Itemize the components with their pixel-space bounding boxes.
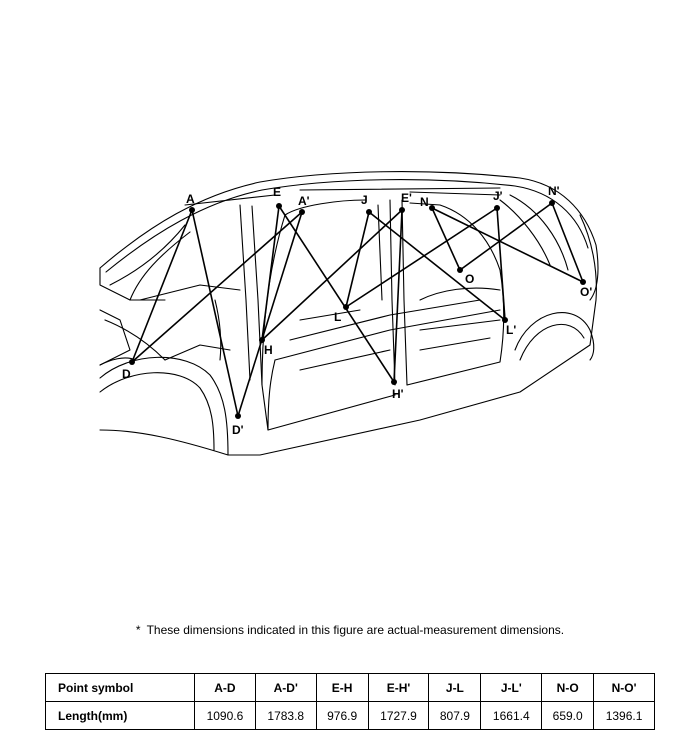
length-cell: 976.9 bbox=[315, 701, 369, 730]
point-j bbox=[366, 209, 372, 215]
label-l: L bbox=[334, 310, 341, 324]
table-header-row: Point symbol A-D A-D' E-H E-H' J-L J-L' … bbox=[45, 673, 655, 702]
table-length-row: Length(mm) 1090.6 1783.8 976.9 1727.9 80… bbox=[45, 701, 655, 730]
label-a: A bbox=[186, 192, 195, 206]
line-a-prime-d-prime bbox=[237, 211, 303, 417]
line-n-o bbox=[431, 207, 461, 271]
point-l bbox=[343, 304, 349, 310]
point-j-prime bbox=[494, 205, 500, 211]
line-j-prime-l-prime bbox=[496, 207, 506, 321]
col-symbol: J-L' bbox=[480, 673, 543, 702]
line-a-d bbox=[131, 209, 193, 363]
label-l-prime: L' bbox=[506, 323, 516, 337]
line-e-h bbox=[261, 205, 280, 341]
line-n-prime-o bbox=[459, 202, 553, 271]
col-symbol: E-H' bbox=[367, 673, 430, 702]
label-e: E bbox=[273, 185, 281, 199]
car-body-outline bbox=[99, 171, 599, 456]
line-n-o-prime bbox=[431, 207, 584, 283]
point-n bbox=[429, 205, 435, 211]
dimension-table: Point symbol A-D A-D' E-H E-H' J-L J-L' … bbox=[45, 673, 655, 730]
length-cell: 1090.6 bbox=[194, 701, 256, 730]
point-e bbox=[276, 203, 282, 209]
point-h-prime bbox=[391, 379, 397, 385]
label-d-prime: D' bbox=[232, 423, 244, 437]
label-h-prime: H' bbox=[392, 387, 404, 401]
point-e-prime bbox=[399, 207, 405, 213]
label-h: H bbox=[264, 343, 273, 357]
measurement-note: * These dimensions indicated in this figu… bbox=[0, 623, 700, 637]
point-d-prime bbox=[235, 413, 241, 419]
col-symbol: A-D bbox=[194, 673, 256, 702]
point-n-prime bbox=[549, 200, 555, 206]
length-cell: 1727.9 bbox=[367, 701, 430, 730]
label-j: J bbox=[361, 193, 368, 207]
length-cell: 807.9 bbox=[428, 701, 482, 730]
line-j-l bbox=[345, 211, 370, 308]
header-length: Length(mm) bbox=[45, 701, 195, 730]
line-a-d-prime bbox=[191, 209, 239, 417]
label-n-prime: N' bbox=[548, 184, 560, 198]
point-o-prime bbox=[580, 279, 586, 285]
col-symbol: A-D' bbox=[254, 673, 317, 702]
line-e-h-prime bbox=[278, 205, 395, 383]
point-l-prime bbox=[502, 317, 508, 323]
line-j-prime-l bbox=[345, 207, 498, 308]
label-a-prime: A' bbox=[298, 194, 310, 208]
point-h bbox=[259, 337, 265, 343]
header-point-symbol: Point symbol bbox=[45, 673, 195, 702]
measurement-lines bbox=[131, 202, 584, 417]
label-e-prime: E' bbox=[401, 191, 412, 205]
label-j-prime: J' bbox=[493, 189, 503, 203]
point-labels: A A' D D' E E' H H' J J' L L' N N' O O' bbox=[122, 184, 592, 437]
col-symbol: N-O' bbox=[593, 673, 655, 702]
line-e-prime-h-prime bbox=[393, 209, 403, 383]
label-n: N bbox=[420, 195, 429, 209]
point-d bbox=[129, 359, 135, 365]
line-j-l-prime bbox=[368, 211, 506, 321]
measurement-points bbox=[129, 200, 586, 419]
line-e-prime-h bbox=[261, 209, 403, 341]
note-text: These dimensions indicated in this figur… bbox=[146, 623, 565, 637]
col-symbol: J-L bbox=[428, 673, 482, 702]
length-cell: 1661.4 bbox=[480, 701, 543, 730]
col-symbol: N-O bbox=[541, 673, 595, 702]
length-cell: 1783.8 bbox=[254, 701, 317, 730]
length-cell: 659.0 bbox=[541, 701, 595, 730]
point-a bbox=[189, 207, 195, 213]
label-o: O bbox=[465, 272, 474, 286]
length-cell: 1396.1 bbox=[593, 701, 655, 730]
point-o bbox=[457, 267, 463, 273]
body-dimension-diagram: A A' D D' E E' H H' J J' L L' N N' O O' bbox=[99, 171, 599, 456]
label-d: D bbox=[122, 367, 131, 381]
note-asterisk: * bbox=[135, 623, 141, 637]
label-o-prime: O' bbox=[580, 285, 592, 299]
line-n-prime-o-prime bbox=[551, 202, 584, 283]
point-a-prime bbox=[299, 209, 305, 215]
col-symbol: E-H bbox=[315, 673, 369, 702]
line-a-prime-d bbox=[131, 211, 303, 363]
